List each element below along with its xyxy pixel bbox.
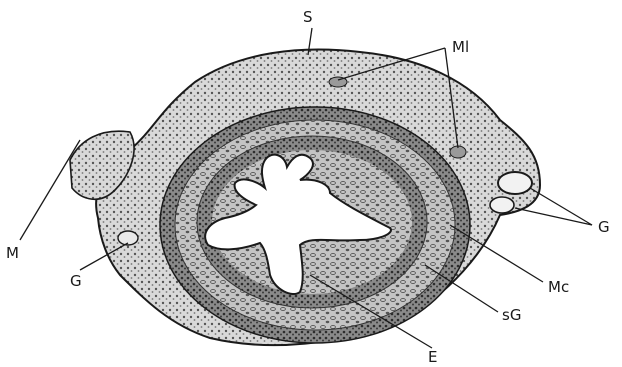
label-G-right: G (598, 218, 610, 236)
label-sG: sG (502, 306, 521, 324)
label-G-left: G (70, 272, 82, 290)
label-S: S (303, 8, 313, 26)
label-E: E (428, 348, 437, 366)
vessel-right-lower (490, 197, 514, 213)
leader-G-right-1 (530, 188, 592, 225)
leader-M (20, 140, 80, 240)
vessel-left (118, 231, 138, 245)
label-Mc: Mc (548, 278, 569, 296)
vessel-right-upper (498, 172, 532, 194)
label-M: M (6, 244, 19, 262)
leader-G-right-2 (515, 208, 592, 225)
label-Ml: Ml (452, 38, 469, 56)
